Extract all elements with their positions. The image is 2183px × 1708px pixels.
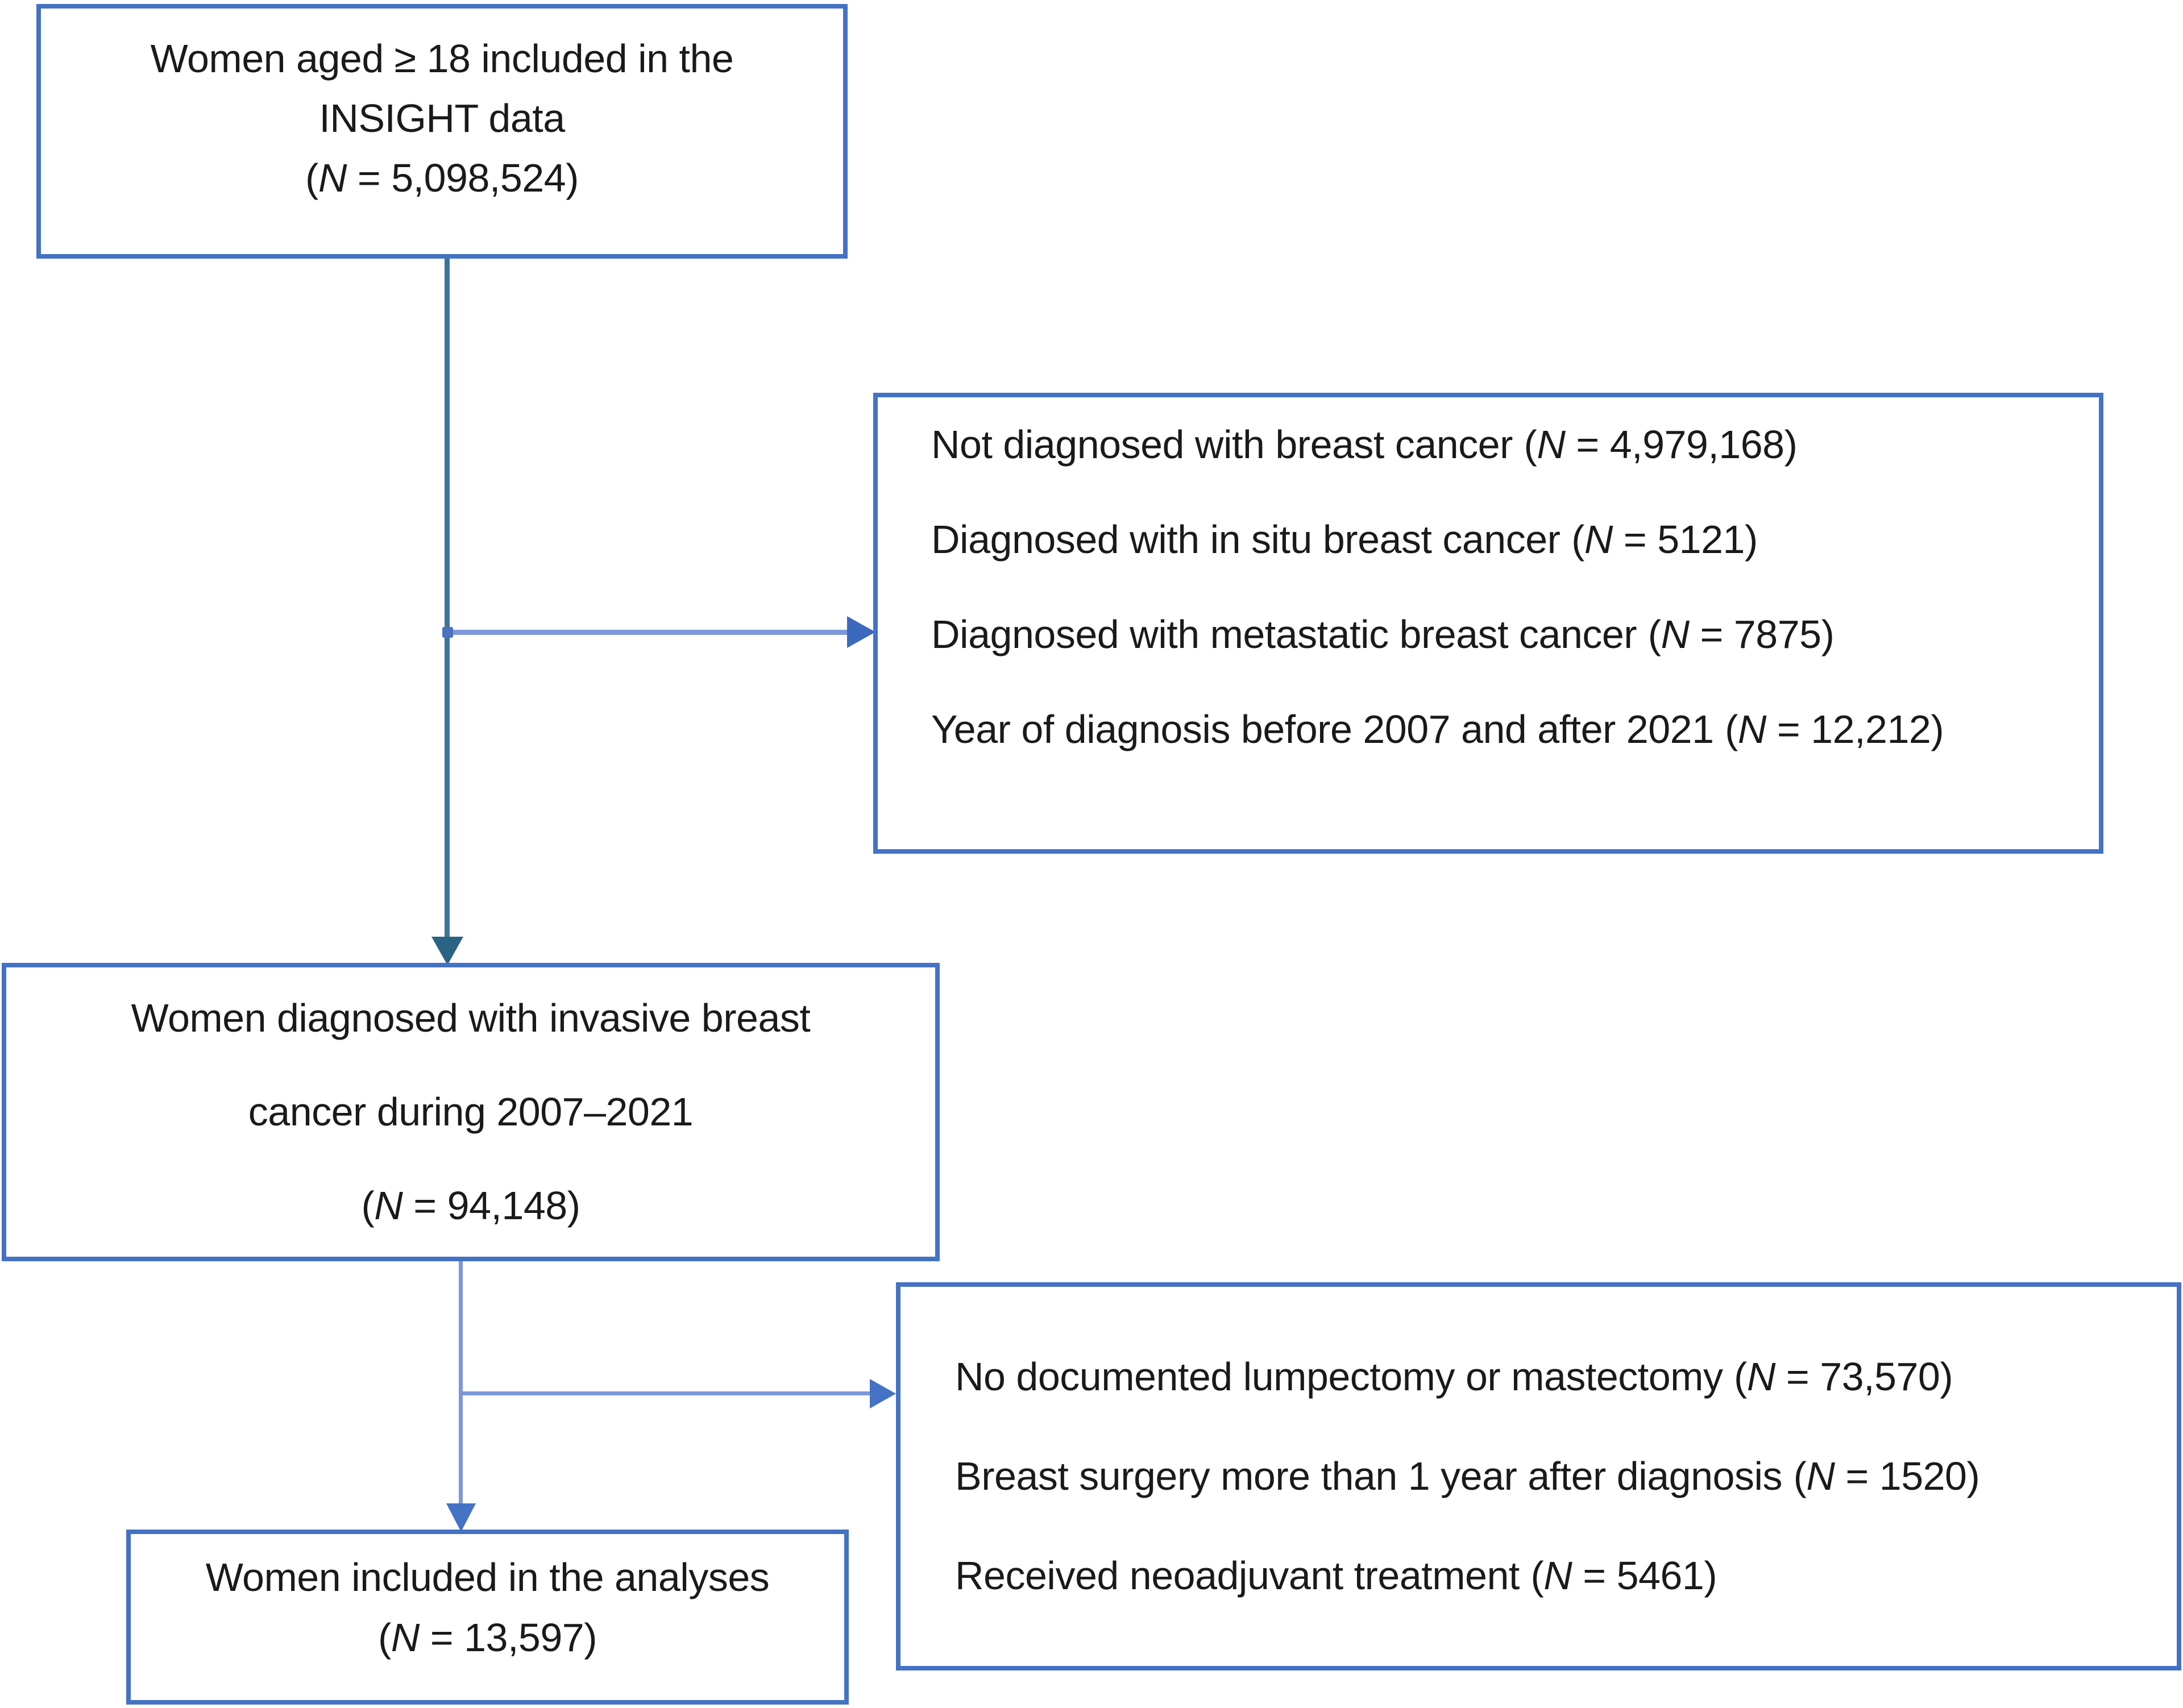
box-line: Women diagnosed with invasive breast (131, 996, 811, 1040)
box-exclusions-2: No documented lumpectomy or mastectomy(N… (896, 1282, 2181, 1670)
n-count: (N = 5,098,524) (305, 156, 579, 200)
box-line: cancer during 2007–2021 (248, 1090, 694, 1134)
arrow-down-head-icon (446, 1503, 476, 1532)
box-population: Women aged ≥ 18 included in the INSIGHT … (36, 4, 848, 259)
box-final: Women included in the analyses (N = 13,5… (126, 1530, 849, 1705)
box-line: Women included in the analyses (205, 1555, 770, 1599)
box-invasive: Women diagnosed with invasive breast can… (2, 963, 940, 1261)
arrow-right-head-icon (870, 1379, 896, 1408)
n-count: (N = 94,148) (361, 1183, 580, 1228)
exclusion-item: Diagnosed with in situ breast cancer(N =… (931, 517, 1758, 562)
exclusion-item: Breast surgery more than 1 year after di… (955, 1454, 1980, 1498)
exclusion-item: Not diagnosed with breast cancer(N = 4,9… (931, 422, 1798, 467)
arrow-down-head-icon (431, 937, 463, 965)
arrow-right-line (447, 630, 847, 635)
exclusion-item: Received neoadjuvant treatment(N = 5461) (955, 1553, 1717, 1598)
n-count: (N = 13,597) (377, 1615, 597, 1660)
exclusion-item: No documented lumpectomy or mastectomy(N… (955, 1354, 1953, 1399)
box-exclusions-1: Not diagnosed with breast cancer(N = 4,9… (873, 393, 2103, 854)
line-junction (442, 627, 453, 638)
exclusion-item: Diagnosed with metastatic breast cancer(… (931, 612, 1835, 656)
exclusion-item: Year of diagnosis before 2007 and after … (931, 707, 1944, 751)
arrow-right-head-icon (847, 616, 875, 648)
box-line: INSIGHT data (319, 96, 565, 140)
box-line: Women aged ≥ 18 included in the (150, 36, 734, 81)
arrow-down-line (459, 1261, 463, 1503)
arrow-down-line (445, 259, 450, 937)
arrow-right-line (461, 1391, 870, 1395)
